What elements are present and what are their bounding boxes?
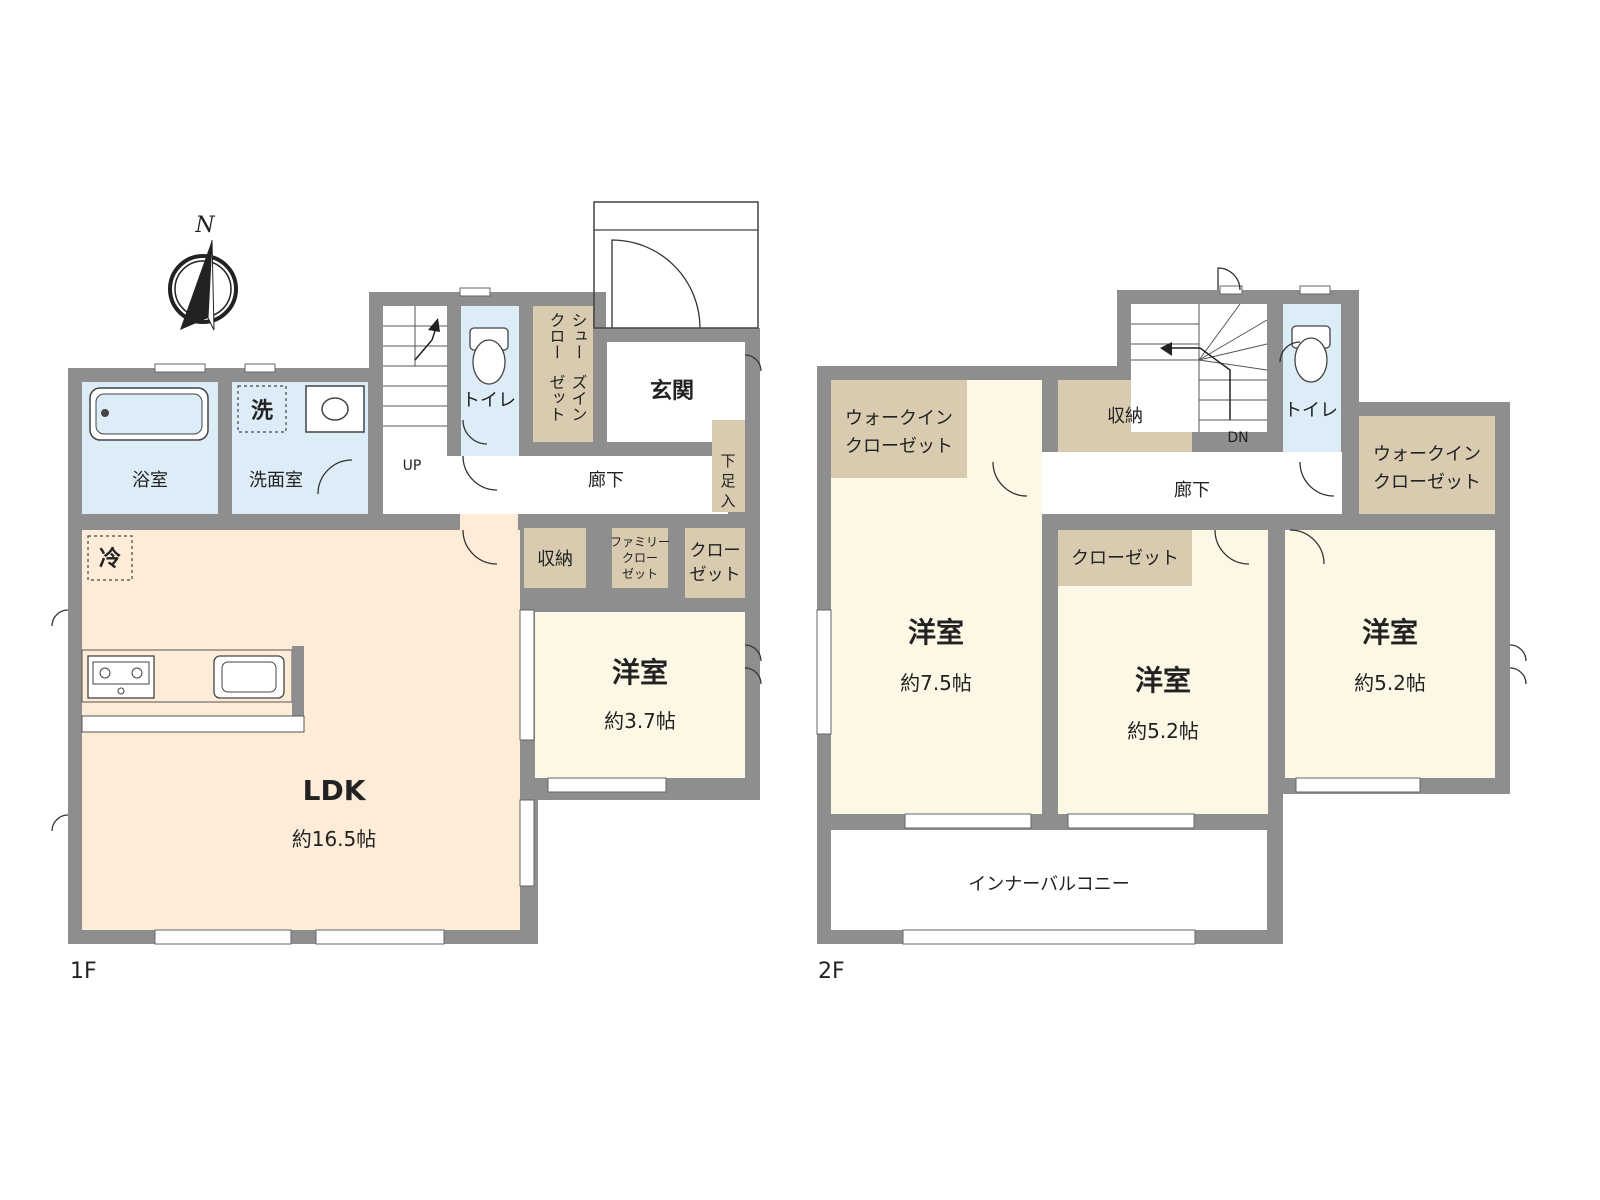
fridge-space: [87, 535, 133, 581]
room-c-2f: [1285, 530, 1495, 778]
stair-2f-steps: [1131, 303, 1268, 432]
closet-1f: [685, 528, 745, 598]
closet-2f: [1058, 530, 1192, 586]
svg-text:クロー: クロー: [547, 312, 566, 360]
wic-left: [831, 380, 967, 478]
wic-right-label: ウォークイン クローゼット: [1373, 444, 1481, 493]
room-a-size: 約7.5帖: [900, 671, 972, 695]
compass-needle-light: [207, 239, 215, 331]
compass-needle: [180, 240, 212, 330]
storage-1f-label: 収納: [537, 549, 573, 570]
balcony-label: インナーバルコニー: [968, 874, 1129, 895]
shoe-closet: [533, 306, 593, 442]
entrance-label: 玄関: [650, 378, 694, 404]
floor-1: LDK 約16.5帖 浴室 洗面室 洗 冷 トイレ 玄関 UP 廊下 収納 洋室…: [51, 201, 762, 984]
svg-text:ゼット: ゼット: [622, 567, 658, 581]
washroom-label: 洗面室: [249, 470, 303, 491]
stair-2f-label: DN: [1227, 430, 1248, 446]
toilet-2f-icon: [1291, 325, 1331, 383]
doors-1f: [51, 239, 762, 832]
floor1-label: 1F: [70, 959, 97, 984]
floor-2: ウォークイン クローゼット 収納 DN トイレ 廊下 ウォークイン クローゼット…: [816, 267, 1527, 984]
svg-text:ウォークイン: ウォークイン: [845, 408, 953, 429]
room-c-label: 洋室: [1362, 616, 1418, 649]
bath-label: 浴室: [132, 470, 168, 491]
closet-2f-label: クローゼット: [1071, 548, 1179, 569]
stair-1f-label: UP: [403, 458, 422, 474]
svg-text:クロー: クロー: [690, 541, 741, 561]
storage-2f-label: 収納: [1107, 406, 1143, 427]
wic-left-label: ウォークイン クローゼット: [845, 408, 953, 457]
sink-icon: [213, 655, 285, 699]
closet-1f-label: クロー ゼット: [690, 541, 741, 585]
compass: N: [168, 213, 238, 331]
western-1f-size: 約3.7帖: [604, 709, 676, 733]
wic-right: [1359, 416, 1495, 514]
family-closet: [612, 528, 668, 588]
room-a-label: 洋室: [908, 616, 964, 649]
compass-ring: [168, 254, 238, 324]
toilet-1f-label: トイレ: [462, 390, 516, 411]
svg-text:クローゼット: クローゼット: [1373, 472, 1481, 493]
compass-north-label: N: [194, 213, 215, 238]
svg-text:下: 下: [720, 452, 735, 470]
hall-1f-label: 廊下: [588, 470, 624, 491]
ldk-size: 約16.5帖: [292, 827, 377, 851]
stove-icon: [87, 655, 155, 699]
svg-text:足: 足: [720, 472, 735, 490]
room-b-label: 洋室: [1135, 664, 1191, 697]
windows-1f: [154, 287, 667, 945]
hall-1f-connector: [460, 514, 518, 532]
western-1f-label: 洋室: [612, 656, 668, 689]
storage-1f: [524, 528, 586, 588]
svg-text:ファミリー: ファミリー: [610, 535, 670, 549]
kitchen-wall: [292, 646, 304, 716]
svg-text:ウォークイン: ウォークイン: [1373, 444, 1481, 465]
floor2-label: 2F: [818, 959, 845, 984]
washbasin-icon: [305, 385, 365, 433]
doors-2f: [992, 267, 1527, 685]
under-floor-label: 下 足 入: [720, 452, 735, 510]
toilet-1f-icon: [469, 327, 509, 385]
svg-text:ゼット: ゼット: [547, 374, 566, 422]
under-floor-storage: [712, 420, 745, 512]
room-c-size: 約5.2帖: [1354, 671, 1426, 695]
room-b-size: 約5.2帖: [1127, 719, 1199, 743]
ldk-label: LDK: [303, 774, 367, 807]
fridge-label: 冷: [99, 546, 121, 572]
svg-text:入: 入: [720, 492, 735, 510]
windows-2f: [816, 285, 1421, 945]
bathtub-icon: [89, 387, 209, 441]
stair-1f-arrow: [428, 318, 440, 332]
washer-label: 洗: [251, 399, 273, 424]
hall-2f-label: 廊下: [1174, 480, 1210, 501]
shoe-closet-label: シュー ズイン クロー ゼット: [547, 312, 588, 422]
svg-text:シュー: シュー: [569, 312, 588, 360]
balcony-2f: [831, 830, 1267, 930]
kitchen-divider: [81, 715, 305, 733]
svg-text:クロー: クロー: [622, 551, 658, 565]
western-room-1f: [535, 612, 745, 778]
hall-1f: [383, 456, 728, 514]
family-closet-label: ファミリー クロー ゼット: [610, 535, 670, 581]
washer-space: [237, 385, 287, 433]
svg-text:ゼット: ゼット: [690, 565, 741, 585]
hall-2f: [1042, 452, 1342, 514]
svg-text:ズイン: ズイン: [569, 374, 588, 422]
porch: [593, 201, 759, 329]
stair-2f-arrow: [1160, 342, 1172, 356]
toilet-2f-label: トイレ: [1284, 400, 1338, 421]
svg-text:クローゼット: クローゼット: [845, 436, 953, 457]
